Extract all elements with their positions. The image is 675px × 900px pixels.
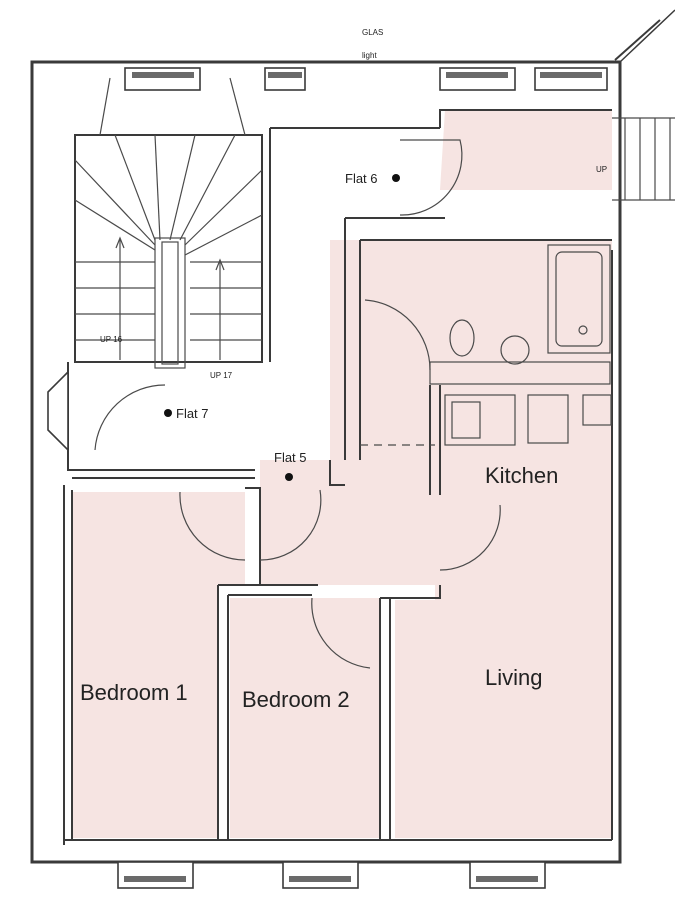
stair-note-right: UP — [596, 165, 607, 174]
stair-note-up-right: UP 17 — [210, 371, 233, 380]
windows — [47, 67, 608, 889]
stair-note-top2: light — [362, 51, 377, 60]
living-label: Living — [485, 665, 542, 690]
flat-markers — [164, 174, 400, 481]
flat7-marker — [164, 409, 172, 417]
doors — [94, 139, 501, 669]
staircase — [74, 77, 263, 369]
flat-floor — [72, 110, 612, 838]
outer-walls — [30, 9, 675, 864]
kitchen-fittings — [429, 244, 612, 446]
bedroom2-label: Bedroom 2 — [242, 687, 350, 712]
kitchen-label: Kitchen — [485, 463, 558, 488]
interior-walls — [63, 109, 613, 845]
stair-note-top: GLAS — [362, 28, 383, 37]
flat5-marker — [285, 473, 293, 481]
bedroom1-label: Bedroom 1 — [80, 680, 188, 705]
stair-note-up-left: UP 16 — [100, 335, 123, 344]
flat6-marker — [392, 174, 400, 182]
flat5-label: Flat 5 — [274, 450, 307, 465]
flat6-label: Flat 6 — [345, 171, 378, 186]
flat7-label: Flat 7 — [176, 406, 209, 421]
exterior-stair — [612, 117, 675, 201]
labels: Kitchen Living Bedroom 1 Bedroom 2 Flat … — [80, 28, 607, 712]
